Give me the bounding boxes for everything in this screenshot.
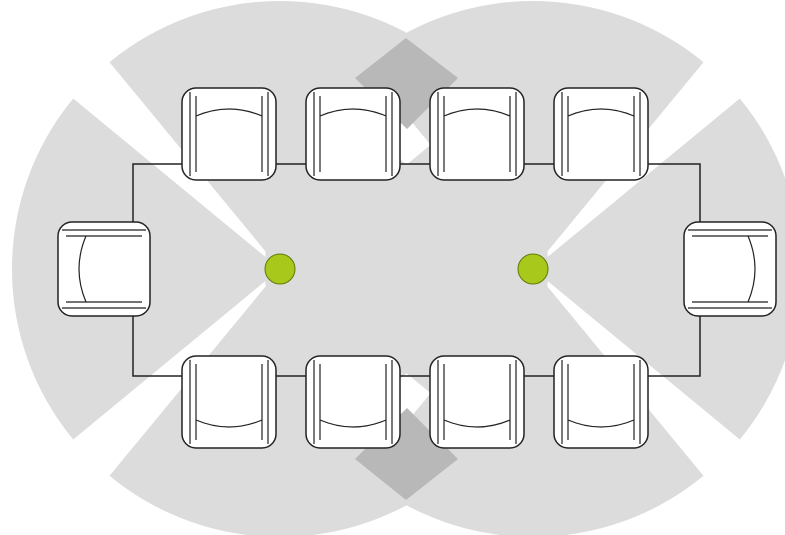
coverage-sector (362, 0, 704, 269)
coverage-sector (264, 98, 533, 440)
chair (429, 87, 525, 181)
coverage-sector (109, 0, 451, 269)
chairs-group (57, 87, 777, 449)
chair (305, 87, 401, 181)
chair (305, 355, 401, 449)
coverage-overlap-zone (355, 38, 458, 500)
chair (683, 221, 777, 317)
right-microphone (517, 253, 549, 285)
chair (181, 355, 277, 449)
coverage-sector (533, 98, 785, 440)
chair (181, 87, 277, 181)
chair (553, 87, 649, 181)
right-mic-coverage-zone (264, 0, 785, 535)
chair (553, 355, 649, 449)
chair (57, 221, 151, 317)
coverage-sector (362, 269, 704, 535)
coverage-overlap-bottom (355, 408, 458, 500)
coverage-overlap-top (355, 38, 458, 129)
coverage-sector (109, 269, 451, 535)
chair (429, 355, 525, 449)
left-microphone (264, 253, 296, 285)
